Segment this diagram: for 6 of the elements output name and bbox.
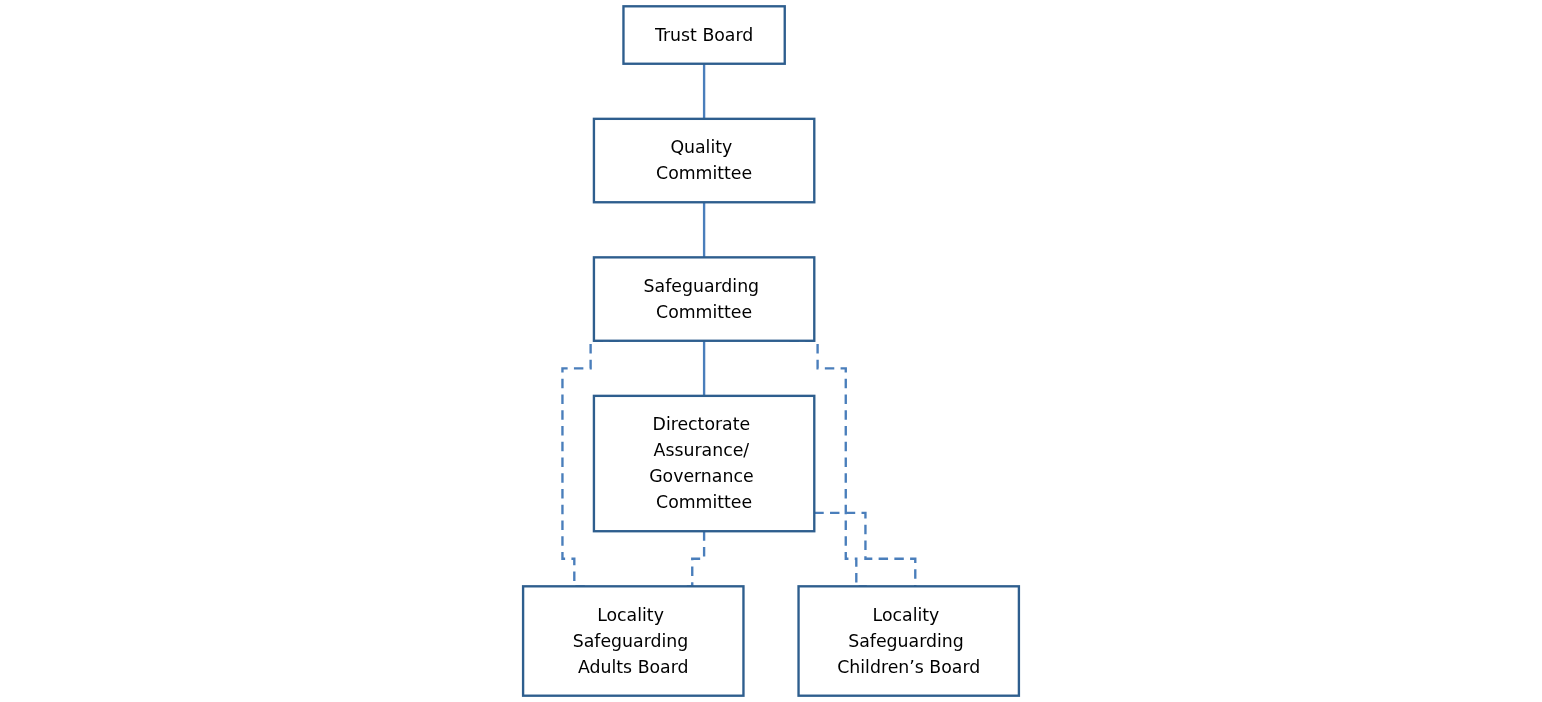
node-box: Locality Safeguarding Children’s Board xyxy=(797,585,1021,697)
node-box: Directorate Assurance/ Governance Committee xyxy=(592,394,816,533)
node-box: Trust Board xyxy=(622,5,786,65)
node-box: Locality Safeguarding Adults Board xyxy=(521,585,745,697)
node-box: Quality Committee xyxy=(592,117,816,204)
node-box: Safeguarding Committee xyxy=(592,256,816,342)
